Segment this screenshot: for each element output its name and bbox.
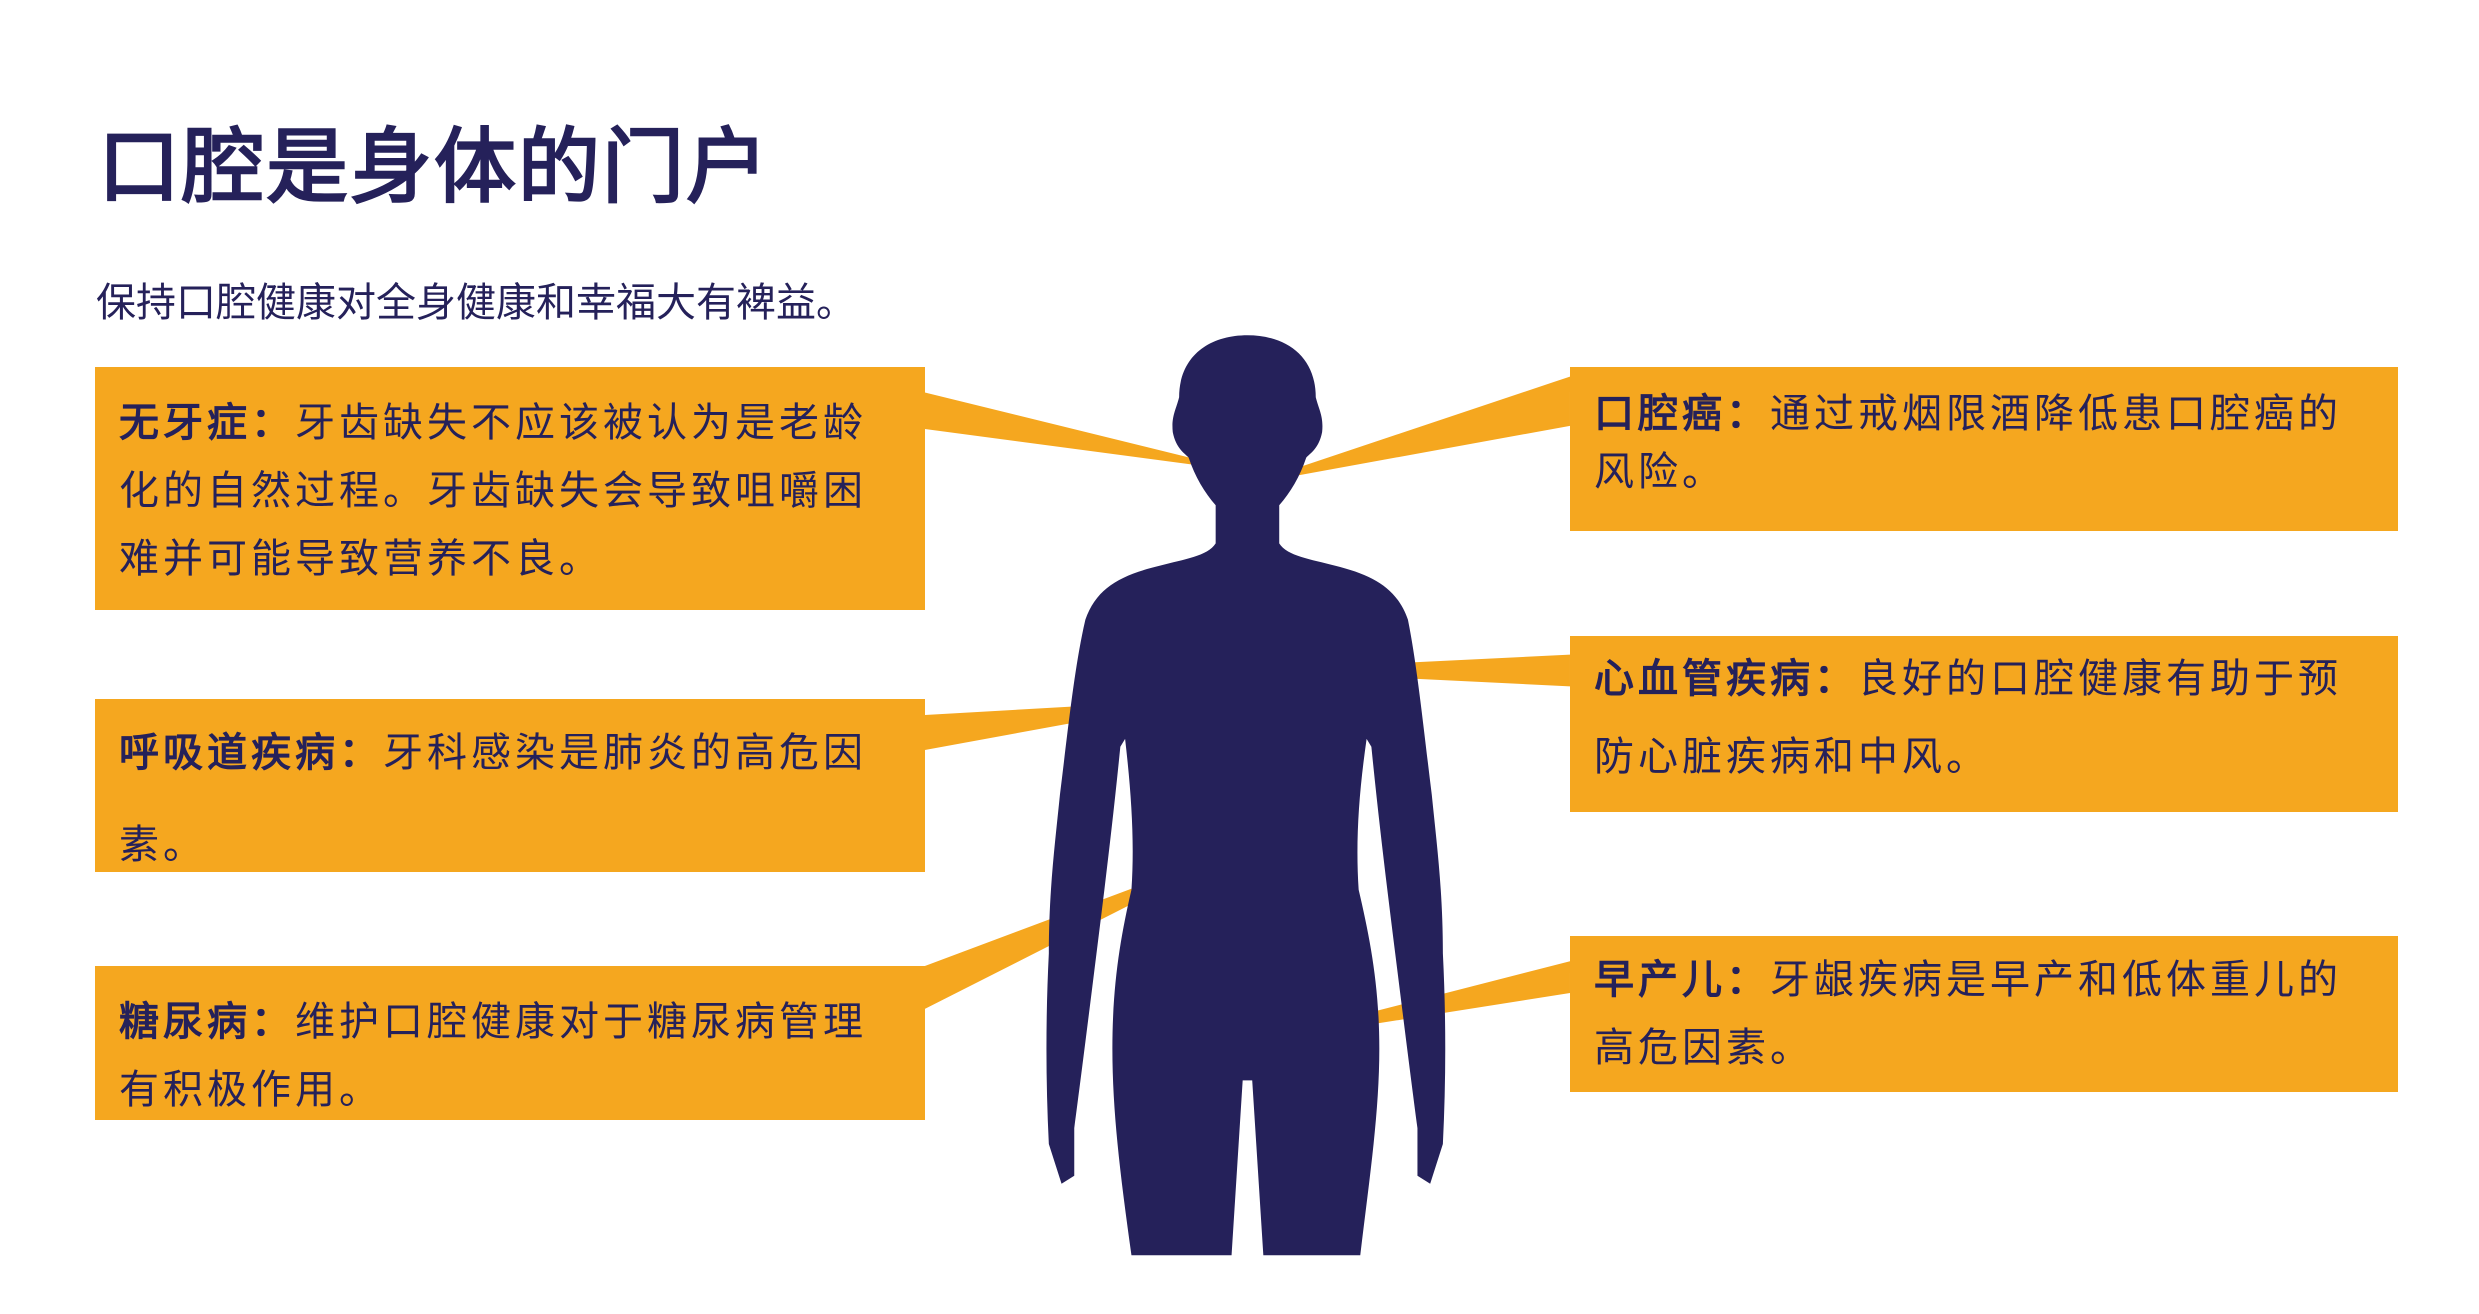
callout-text: 良好的口腔健康有助于预防心脏疾病和中风。 xyxy=(1594,656,2342,780)
callout-text: 通过戒烟限酒降低患口腔癌的风险。 xyxy=(1594,391,2342,495)
page-title: 口腔是身体的门户 xyxy=(98,120,771,215)
callout-diabetes: 糖尿病：维护口腔健康对于糖尿病管理有积极作用。 xyxy=(95,966,925,1120)
callout-cardiovascular: 心血管疾病：良好的口腔健康有助于预防心脏疾病和中风。 xyxy=(1570,636,2398,812)
callout-text: 牙齿缺失不应该被认为是老龄化的自然过程。牙齿缺失会导致咀嚼困难并可能导致营养不良… xyxy=(119,400,867,582)
callout-respiratory: 呼吸道疾病：牙科感染是肺炎的高危因素。 xyxy=(95,699,925,872)
callout-anodontia: 无牙症：牙齿缺失不应该被认为是老龄化的自然过程。牙齿缺失会导致咀嚼困难并可能导致… xyxy=(95,367,925,610)
callout-preterm: 早产儿：牙龈疾病是早产和低体重儿的高危因素。 xyxy=(1570,936,2398,1092)
callout-oral-cancer: 口腔癌：通过戒烟限酒降低患口腔癌的风险。 xyxy=(1570,367,2398,531)
callout-term: 早产儿： xyxy=(1594,957,1770,1003)
callout-text: 维护口腔健康对于糖尿病管理有积极作用。 xyxy=(119,999,867,1113)
callout-term: 心血管疾病： xyxy=(1594,656,1858,702)
callout-term: 呼吸道疾病： xyxy=(119,730,383,776)
subtitle: 保持口腔健康对全身健康和幸福大有裨益。 xyxy=(96,280,856,326)
callout-term: 口腔癌： xyxy=(1594,391,1770,437)
pointer-anodontia xyxy=(924,392,1248,472)
callout-text: 牙科感染是肺炎的高危因素。 xyxy=(119,730,867,868)
callout-term: 糖尿病： xyxy=(119,999,295,1045)
human-silhouette xyxy=(1046,335,1446,1256)
callout-text: 牙龈疾病是早产和低体重儿的高危因素。 xyxy=(1594,957,2342,1071)
callout-term: 无牙症： xyxy=(119,400,295,446)
